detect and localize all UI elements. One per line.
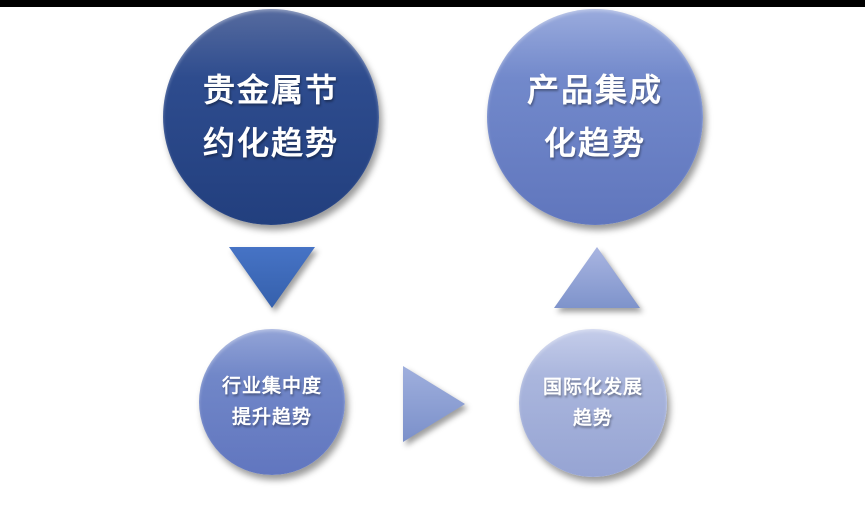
node-label-line: 化趋势 [543,125,646,161]
node-label-line: 提升趋势 [231,407,312,428]
node-label: 国际化发展 趋势 [543,372,643,434]
right-arrow-icon [403,366,465,442]
node-product-integration-trend: 产品集成 化趋势 [487,9,703,225]
node-label-line: 趋势 [572,408,613,429]
node-label: 贵金属节 约化趋势 [203,64,339,170]
node-precious-metal-saving-trend: 贵金属节 约化趋势 [163,9,379,225]
node-industry-concentration-trend: 行业集中度 提升趋势 [199,329,345,475]
node-label-line: 行业集中度 [221,376,322,397]
top-letterbox-bar [0,0,865,7]
right-arrow-shape [403,366,465,442]
down-arrow-shape [229,247,315,308]
up-arrow-icon [554,247,640,308]
down-arrow-icon [229,247,315,308]
node-internationalization-trend: 国际化发展 趋势 [519,329,667,477]
up-arrow-shape [554,247,640,308]
node-label-line: 国际化发展 [542,377,643,398]
node-label-line: 产品集成 [526,72,663,108]
node-label-line: 贵金属节 [202,72,339,108]
node-label: 产品集成 化趋势 [527,64,663,170]
node-label-line: 约化趋势 [202,125,339,161]
node-label: 行业集中度 提升趋势 [222,371,322,433]
